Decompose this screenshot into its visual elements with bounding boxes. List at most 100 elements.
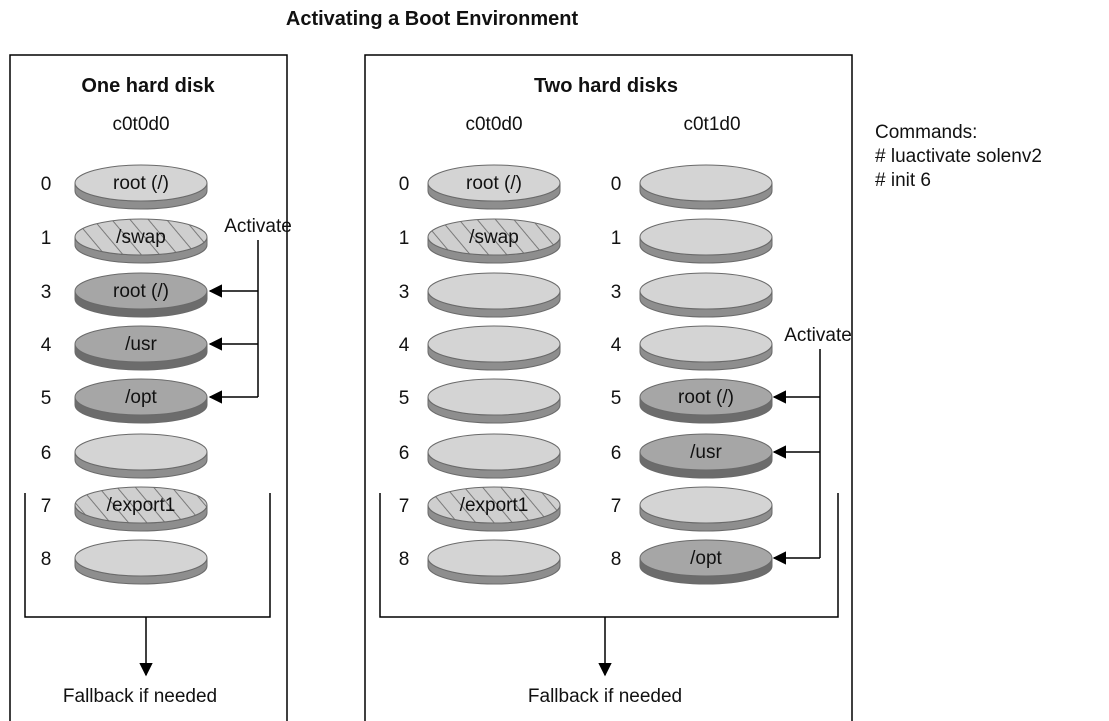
right-panel-heading: Two hard disks	[534, 75, 678, 97]
right-disk2-label: c0t1d0	[683, 114, 740, 135]
platter-top	[427, 272, 561, 310]
slice-label: root (/)	[466, 173, 522, 194]
left-disk-slice-1: 1/swap	[41, 218, 208, 264]
right-fallback-bracket	[379, 493, 839, 677]
right-disk1-slice-6: 6	[399, 433, 561, 479]
slice-number: 8	[399, 549, 410, 570]
left-disk-slice-4: 4/usr	[41, 325, 208, 371]
platter-top	[639, 164, 773, 202]
platter-top	[74, 539, 208, 577]
slice-number: 8	[611, 549, 622, 570]
slice-label: /opt	[690, 548, 722, 569]
platter-top	[74, 486, 208, 524]
diagram-title: Activating a Boot Environment	[286, 8, 579, 30]
platter-top	[427, 378, 561, 416]
slice-label: /export1	[107, 495, 176, 516]
left-disk-slice-0: 0 root (/)	[41, 164, 208, 210]
platter-top	[639, 272, 773, 310]
command-line-1: # luactivate solenv2	[875, 146, 1042, 167]
left-activate-connector	[208, 240, 259, 404]
right-disk1-slice-7: 7/export1	[399, 486, 561, 532]
platter-top	[427, 218, 561, 256]
slice-label: /swap	[116, 227, 166, 248]
slice-number: 1	[611, 228, 622, 249]
left-fallback-bracket	[24, 493, 271, 677]
slice-number: 3	[611, 282, 622, 303]
slice-number: 0	[399, 174, 410, 195]
left-disk-slice-3: 3 root (/)	[41, 272, 208, 318]
platter-top	[427, 539, 561, 577]
slice-number: 8	[41, 549, 52, 570]
right-disk2-slice-0: 0	[611, 164, 773, 210]
right-activate-connector	[772, 349, 821, 565]
right-disk1-label: c0t0d0	[465, 114, 522, 135]
platter-top	[427, 486, 561, 524]
right-disk2-slices: 0 1 3 4 5 root (/) 6/usr 7 8/opt	[611, 164, 773, 585]
right-disk2-slice-1: 1	[611, 218, 773, 264]
slice-number: 5	[611, 388, 622, 409]
slice-number: 3	[41, 282, 52, 303]
left-disk-slice-5: 5/opt	[41, 378, 208, 424]
platter-top	[74, 218, 208, 256]
platter-top	[74, 164, 208, 202]
platter-top	[639, 486, 773, 524]
right-disk1-slice-4: 4	[399, 325, 561, 371]
slice-number: 3	[399, 282, 410, 303]
slice-number: 6	[399, 443, 410, 464]
right-disk1-slice-3: 3	[399, 272, 561, 318]
right-disk2-slice-3: 3	[611, 272, 773, 318]
platter-top	[427, 325, 561, 363]
platter-top	[639, 218, 773, 256]
slice-label: /usr	[690, 442, 722, 463]
slice-number: 4	[399, 335, 410, 356]
platter-top	[74, 325, 208, 363]
left-panel-heading: One hard disk	[81, 75, 215, 97]
platter-top	[74, 378, 208, 416]
right-fallback-label: Fallback if needed	[528, 686, 682, 707]
right-disk1-slices: 0 root (/) 1/swap 3 4 5 6 7/export1 8	[399, 164, 561, 585]
slice-number: 7	[399, 496, 410, 517]
left-disk-slice-6: 6	[41, 433, 208, 479]
left-disk-slice-8: 8	[41, 539, 208, 585]
left-activate-label: Activate	[224, 216, 292, 237]
platter-top	[639, 325, 773, 363]
right-disk1-slice-0: 0 root (/)	[399, 164, 561, 210]
command-line-2: # init 6	[875, 170, 931, 191]
right-disk2-slice-7: 7	[611, 486, 773, 532]
platter-top	[427, 433, 561, 471]
slice-number: 0	[41, 174, 52, 195]
slice-number: 1	[41, 228, 52, 249]
slice-number: 7	[41, 496, 52, 517]
right-disk1-slice-8: 8	[399, 539, 561, 585]
right-disk2-slice-8: 8/opt	[611, 539, 773, 585]
right-disk2-slice-4: 4	[611, 325, 773, 371]
right-disk1-slice-1: 1/swap	[399, 218, 561, 264]
right-activate-label: Activate	[784, 325, 852, 346]
slice-number: 0	[611, 174, 622, 195]
left-panel-frame	[9, 54, 288, 721]
platter-top	[639, 539, 773, 577]
slice-number: 4	[611, 335, 622, 356]
platter-top	[639, 378, 773, 416]
slice-label: root (/)	[113, 281, 169, 302]
platter-top	[639, 433, 773, 471]
left-fallback-label: Fallback if needed	[63, 686, 217, 707]
slice-number: 6	[41, 443, 52, 464]
commands-heading: Commands:	[875, 122, 977, 143]
right-disk2-slice-6: 6/usr	[611, 433, 773, 479]
left-disk-slice-7: 7/export1	[41, 486, 208, 532]
platter-top	[427, 164, 561, 202]
left-disk-slices: 0 root (/) 1/swap 3 root (/) 4/usr 5/opt 6 7/exp…	[41, 164, 208, 585]
platter-top	[74, 272, 208, 310]
slice-label: /export1	[460, 495, 529, 516]
slice-label: /usr	[125, 334, 157, 355]
slice-number: 6	[611, 443, 622, 464]
slice-label: root (/)	[678, 387, 734, 408]
platter-top	[74, 433, 208, 471]
right-disk1-slice-5: 5	[399, 378, 561, 424]
slice-label: /swap	[469, 227, 519, 248]
right-panel-frame	[364, 54, 853, 721]
slice-label: root (/)	[113, 173, 169, 194]
slice-number: 5	[399, 388, 410, 409]
